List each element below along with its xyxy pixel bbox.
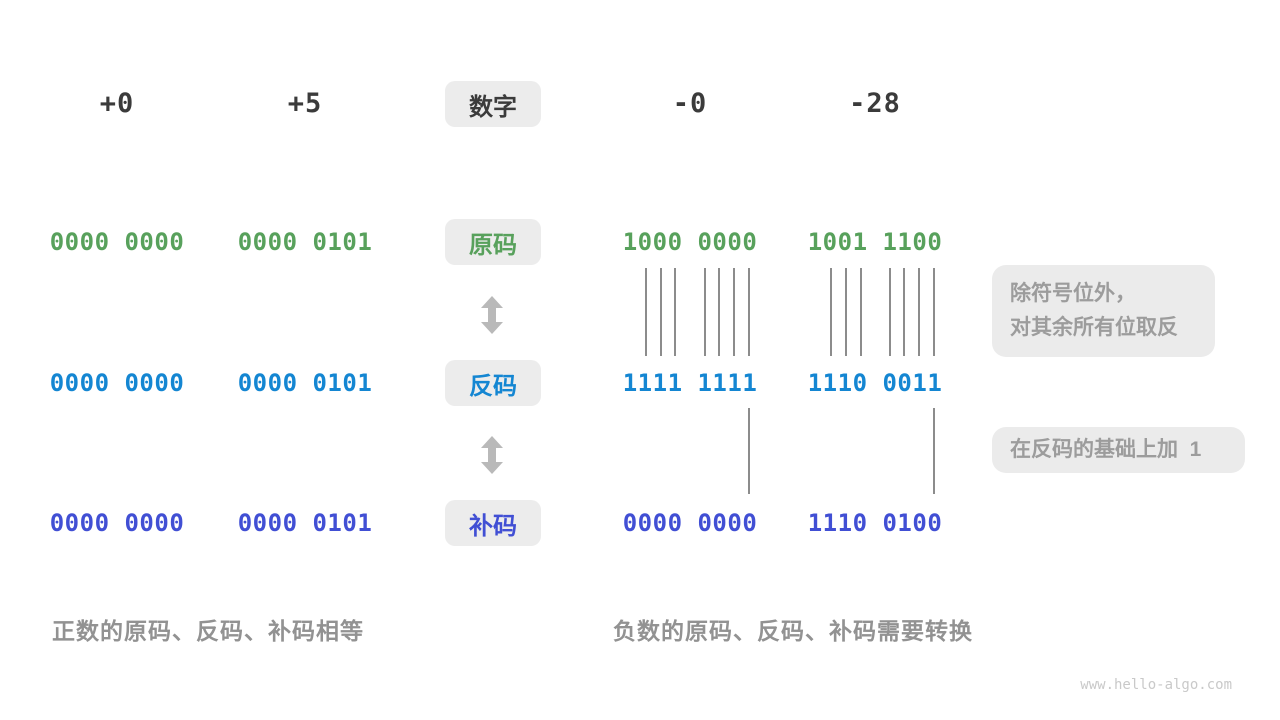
- sign-magnitude-minus28: 1001 1100: [807, 228, 943, 256]
- bit-invert-line: [748, 268, 750, 356]
- bit-invert-line: [733, 268, 735, 356]
- bit-invert-line: [704, 268, 706, 356]
- twos-complement-plus0: 0000 0000: [49, 509, 185, 537]
- caption-positive-numbers: 正数的原码、反码、补码相等: [52, 618, 364, 644]
- tag-twos-complement: 补码: [445, 500, 541, 546]
- bit-invert-line: [903, 268, 905, 356]
- tag-number: 数字: [445, 81, 541, 127]
- twos-complement-minus0: 0000 0000: [622, 509, 758, 537]
- bit-invert-line: [645, 268, 647, 356]
- bit-invert-line: [889, 268, 891, 356]
- bit-invert-line: [845, 268, 847, 356]
- plus-one-line: [748, 408, 750, 494]
- header-number-plus0: +0: [99, 88, 135, 119]
- sign-magnitude-plus5: 0000 0101: [237, 228, 373, 256]
- tag-sign-magnitude: 原码: [445, 219, 541, 265]
- plus-one-line: [933, 408, 935, 494]
- note-invert-bits-line2: 对其余所有位取反: [1010, 316, 1178, 339]
- ones-complement-minus0: 1111 1111: [622, 369, 758, 397]
- ones-complement-plus5: 0000 0101: [237, 369, 373, 397]
- note-add-one-text: 在反码的基础上加 1: [1010, 438, 1202, 461]
- sign-magnitude-plus0: 0000 0000: [49, 228, 185, 256]
- updown-arrow-icon: [481, 296, 503, 334]
- header-number-plus5: +5: [287, 88, 323, 119]
- bit-invert-line: [933, 268, 935, 356]
- note-invert-bits-line1: 除符号位外，: [1010, 282, 1136, 305]
- header-number-minus0: -0: [672, 88, 708, 119]
- tag-ones-complement: 反码: [445, 360, 541, 406]
- bit-invert-line: [674, 268, 676, 356]
- updown-arrow-icon: [481, 436, 503, 474]
- note-add-one: 在反码的基础上加 1: [992, 427, 1245, 473]
- twos-complement-plus5: 0000 0101: [237, 509, 373, 537]
- site-watermark: www.hello-algo.com: [1080, 677, 1232, 693]
- twos-complement-minus28: 1110 0100: [807, 509, 943, 537]
- header-number-minus28: -28: [849, 88, 901, 119]
- bit-invert-line: [830, 268, 832, 356]
- ones-complement-plus0: 0000 0000: [49, 369, 185, 397]
- bit-invert-line: [718, 268, 720, 356]
- bit-invert-line: [660, 268, 662, 356]
- caption-negative-numbers: 负数的原码、反码、补码需要转换: [613, 618, 973, 644]
- bit-invert-line: [860, 268, 862, 356]
- bit-invert-line: [918, 268, 920, 356]
- note-invert-bits: 除符号位外， 对其余所有位取反: [992, 265, 1215, 357]
- sign-magnitude-minus0: 1000 0000: [622, 228, 758, 256]
- ones-complement-minus28: 1110 0011: [807, 369, 943, 397]
